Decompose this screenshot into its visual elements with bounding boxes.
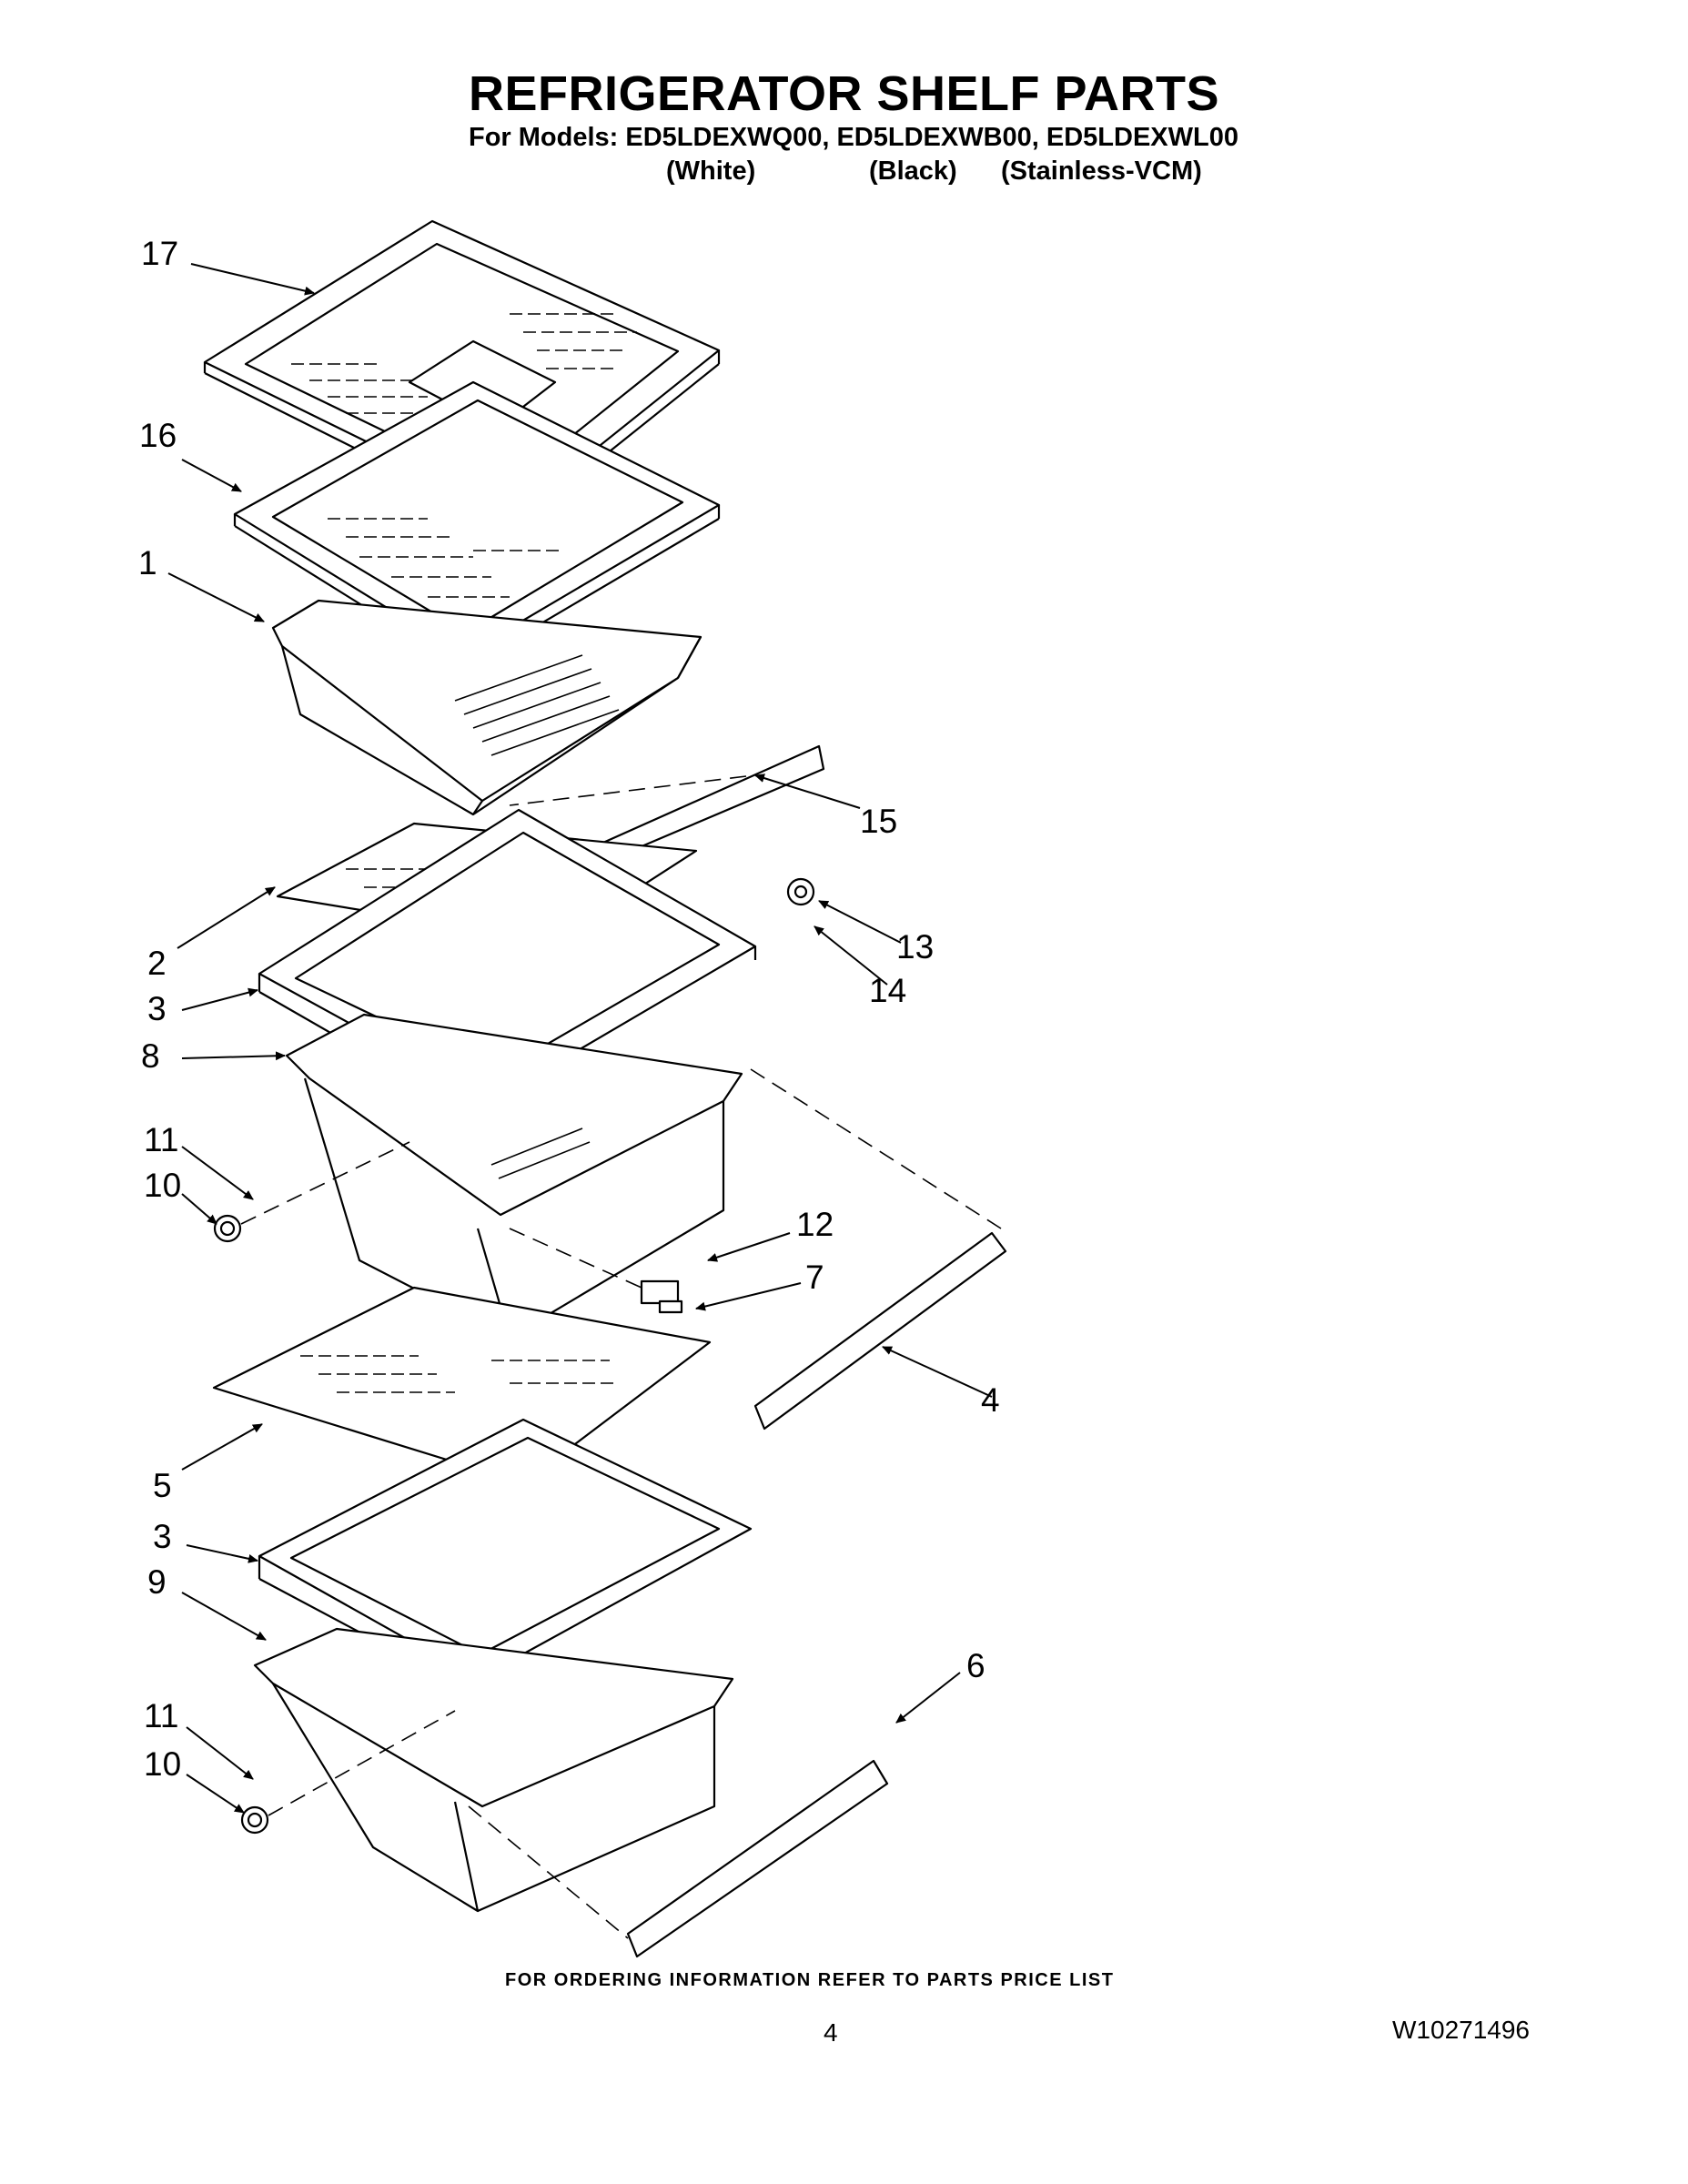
wheel-10-upper — [213, 1214, 242, 1243]
callout-2: 2 — [147, 945, 167, 982]
callout-15: 15 — [860, 803, 898, 840]
document-number: W10271496 — [1392, 2016, 1531, 2044]
clip-7 — [658, 1299, 683, 1314]
callout-3-upper: 3 — [147, 990, 167, 1027]
callout-17: 17 — [141, 235, 179, 272]
callout-13: 13 — [896, 928, 935, 966]
callout-14: 14 — [869, 972, 907, 1009]
trim-15 — [603, 744, 825, 862]
glass-plate-5 — [212, 1286, 712, 1485]
callout-9: 9 — [147, 1563, 167, 1601]
drawer-1 — [271, 599, 702, 816]
callout-12: 12 — [796, 1206, 834, 1243]
shelf-frame-16 — [233, 380, 721, 670]
drawer-9 — [253, 1627, 734, 1913]
trim-6 — [626, 1759, 889, 1958]
callout-3-lower: 3 — [153, 1518, 172, 1555]
callout-8: 8 — [141, 1037, 160, 1075]
callout-11-upper: 11 — [144, 1121, 179, 1158]
page-title: REFRIGERATOR SHELF PARTS — [468, 66, 1220, 121]
callout-16: 16 — [139, 417, 177, 454]
callout-5: 5 — [153, 1467, 172, 1504]
callout-11-lower: 11 — [144, 1697, 179, 1734]
page-number: 4 — [824, 2018, 838, 2047]
variant-black: (Black) — [869, 157, 957, 186]
bolt-14 — [793, 885, 808, 899]
callout-4: 4 — [981, 1381, 1000, 1419]
callout-1: 1 — [138, 544, 157, 581]
variant-white: (White) — [666, 157, 756, 186]
clip-12 — [640, 1279, 680, 1305]
variant-stainless: (Stainless-VCM) — [1001, 157, 1202, 186]
trim-4 — [753, 1231, 1007, 1431]
callout-7: 7 — [805, 1259, 824, 1296]
models-line: For Models: ED5LDEXWQ00, ED5LDEXWB00, ED… — [469, 123, 1238, 152]
ordering-note: FOR ORDERING INFORMATION REFER TO PARTS … — [505, 1970, 1115, 1990]
bolt-13 — [786, 877, 815, 906]
callout-10-upper: 10 — [144, 1167, 182, 1204]
callout-6: 6 — [966, 1647, 986, 1684]
callout-10-lower: 10 — [144, 1745, 182, 1783]
wheel-10-lower — [240, 1805, 269, 1835]
drawer-8 — [285, 1013, 743, 1340]
